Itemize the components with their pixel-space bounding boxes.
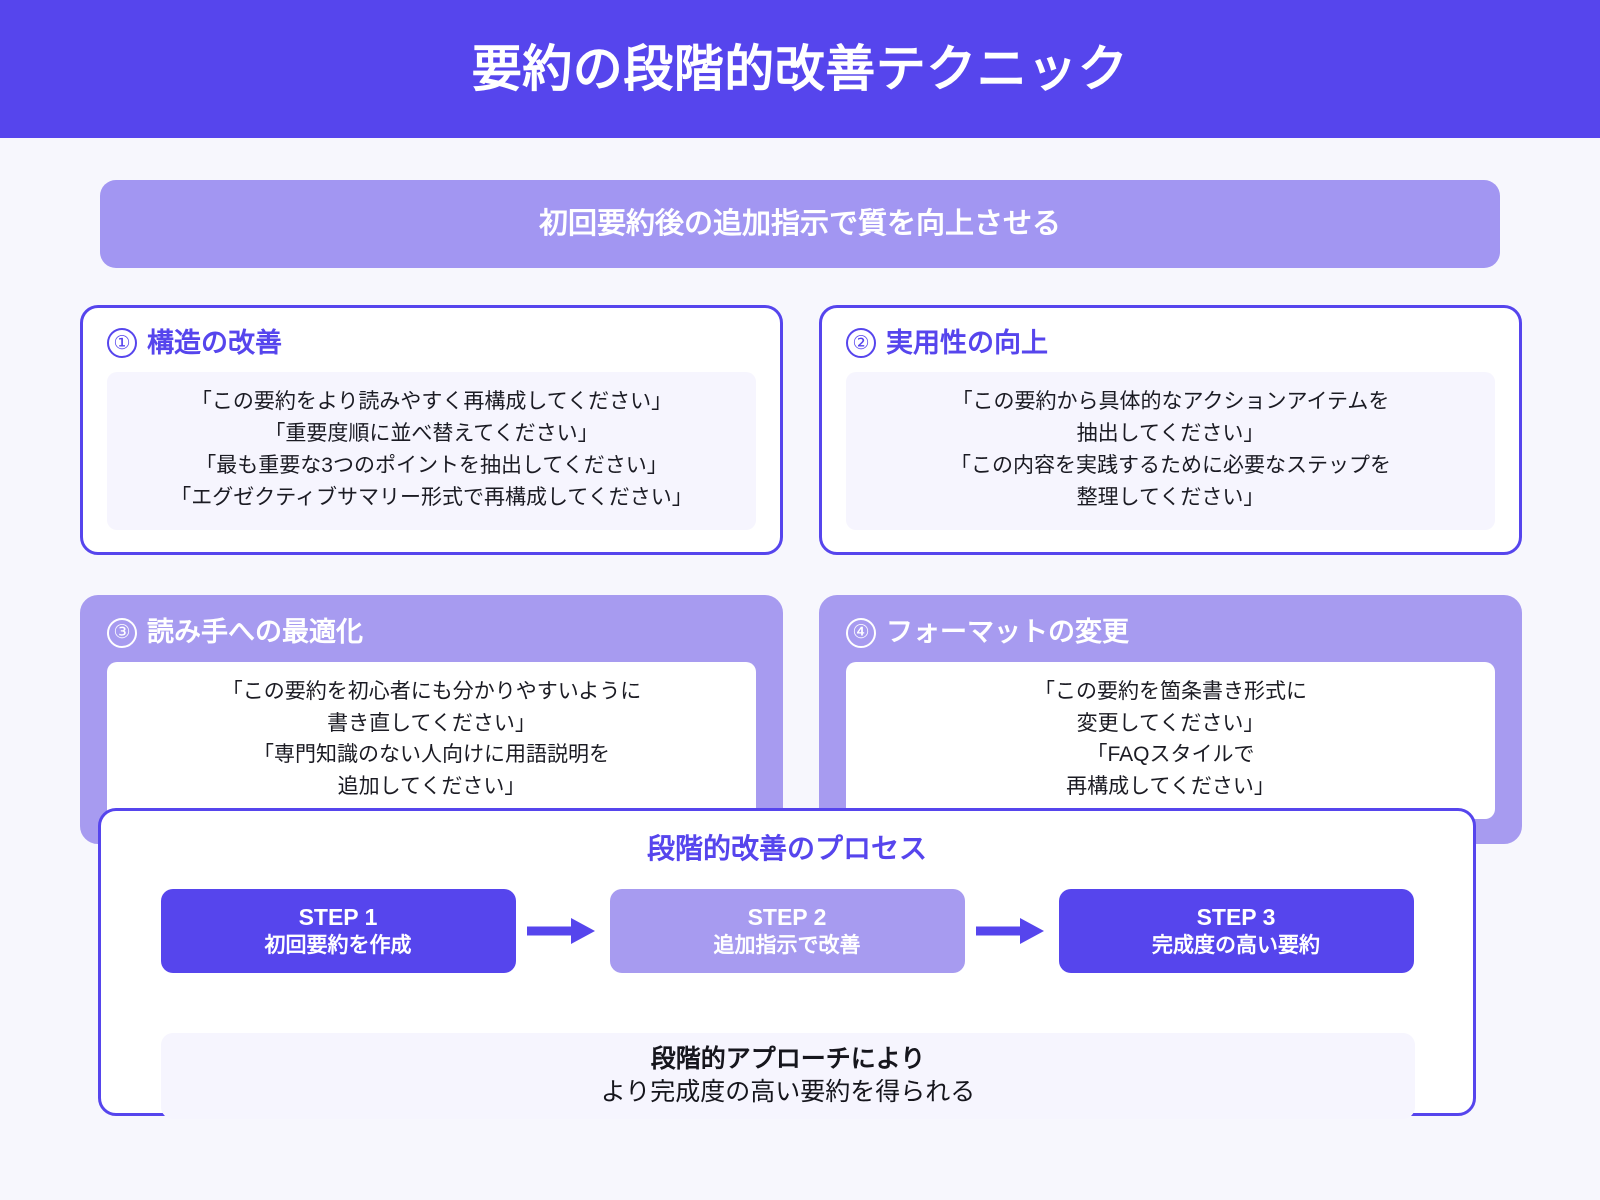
card-title: 構造の改善 <box>147 327 282 358</box>
card-body: 「この要約から具体的なアクションアイテムを 抽出してください」 「この内容を実践… <box>846 372 1495 530</box>
summary-heading: 段階的アプローチにより <box>650 1045 926 1073</box>
card-line: 整理してください」 <box>1076 485 1265 509</box>
card-title: フォーマットの変更 <box>886 617 1129 648</box>
card-line: 「この要約を初心者にも分かりやすいように <box>221 679 642 703</box>
technique-card-1[interactable]: ① 構造の改善 「この要約をより読みやすく再構成してください」 「重要度順に並べ… <box>80 305 783 555</box>
process-step-1[interactable]: STEP 1 初回要約を作成 <box>160 889 516 973</box>
card-header: ② 実用性の向上 <box>846 328 1495 358</box>
card-line: 「エグゼクティブサマリー形式で再構成してください」 <box>170 485 693 509</box>
card-header: ① 構造の改善 <box>107 328 756 358</box>
subtitle-banner: 初回要約後の追加指示で質を向上させる <box>100 180 1500 268</box>
arrow-right-icon <box>965 916 1059 946</box>
card-body: 「この要約を初心者にも分かりやすいように 書き直してください」 「専門知識のない… <box>107 661 756 820</box>
card-line: 「この要約を箇条書き形式に <box>1034 679 1307 703</box>
process-step-2[interactable]: STEP 2 追加指示で改善 <box>609 889 965 973</box>
card-line: 追加してください」 <box>337 775 526 799</box>
card-line: 「最も重要な3つのポイントを抽出してください」 <box>195 453 668 477</box>
card-line: 「この内容を実践するために必要なステップを <box>950 453 1391 477</box>
technique-card-3[interactable]: ③ 読み手への最適化 「この要約を初心者にも分かりやすいように 書き直してくださ… <box>80 594 783 845</box>
process-title: 段階的改善のプロセス <box>646 833 927 864</box>
arrow-right-icon <box>516 916 610 946</box>
page-header: 要約の段階的改善テクニック <box>0 0 1600 138</box>
card-line: 「FAQスタイルで <box>1086 743 1255 767</box>
card-header: ③ 読み手への最適化 <box>107 617 756 648</box>
card-number-badge: ② <box>846 328 876 358</box>
card-line: 書き直してください」 <box>327 711 536 735</box>
card-body: 「この要約を箇条書き形式に 変更してください」 「FAQスタイルで 再構成してく… <box>846 661 1495 820</box>
card-line: 再構成してください」 <box>1066 775 1275 799</box>
process-step-3[interactable]: STEP 3 完成度の高い要約 <box>1058 889 1414 973</box>
card-title: 読み手への最適化 <box>147 617 363 648</box>
step-description: 完成度の高い要約 <box>1152 934 1320 957</box>
technique-card-4[interactable]: ④ フォーマットの変更 「この要約を箇条書き形式に 変更してください」 「FAQ… <box>819 594 1522 845</box>
step-label: STEP 1 <box>298 904 378 930</box>
technique-cards-grid: ① 構造の改善 「この要約をより読みやすく再構成してください」 「重要度順に並べ… <box>80 305 1522 845</box>
card-row-1: ① 構造の改善 「この要約をより読みやすく再構成してください」 「重要度順に並べ… <box>80 305 1522 555</box>
step-description: 追加指示で改善 <box>713 934 861 957</box>
card-row-2: ③ 読み手への最適化 「この要約を初心者にも分かりやすいように 書き直してくださ… <box>80 594 1522 845</box>
card-number-badge: ① <box>107 328 137 358</box>
step-description: 初回要約を作成 <box>264 934 412 957</box>
technique-card-2[interactable]: ② 実用性の向上 「この要約から具体的なアクションアイテムを 抽出してください」… <box>819 305 1522 555</box>
card-header: ④ フォーマットの変更 <box>846 617 1495 648</box>
card-line: 変更してください」 <box>1076 711 1265 735</box>
card-line: 「専門知識のない人向けに用語説明を <box>253 743 610 767</box>
card-body: 「この要約をより読みやすく再構成してください」 「重要度順に並べ替えてください」… <box>107 372 756 530</box>
card-title: 実用性の向上 <box>886 327 1048 358</box>
summary-text: より完成度の高い要約を得られる <box>600 1078 976 1106</box>
page-title: 要約の段階的改善テクニック <box>471 41 1129 97</box>
subtitle-text: 初回要約後の追加指示で質を向上させる <box>538 207 1061 240</box>
card-line: 「この要約から具体的なアクションアイテムを <box>951 390 1390 413</box>
card-line: 抽出してください」 <box>1076 421 1265 445</box>
step-label: STEP 2 <box>747 904 827 930</box>
card-line: 「重要度順に並べ替えてください」 <box>264 421 599 445</box>
process-steps: STEP 1 初回要約を作成 STEP 2 追加指示で改善 <box>101 889 1473 973</box>
step-label: STEP 3 <box>1196 904 1276 930</box>
card-number-badge: ④ <box>846 617 876 648</box>
card-number-badge: ③ <box>107 617 137 648</box>
card-line: 「この要約をより読みやすく再構成してください」 <box>190 390 673 413</box>
process-panel: 段階的改善のプロセス STEP 1 初回要約を作成 STEP 2 追加指示で改善 <box>98 808 1476 1119</box>
process-summary: 段階的アプローチにより より完成度の高い要約を得られる <box>161 1033 1415 1119</box>
